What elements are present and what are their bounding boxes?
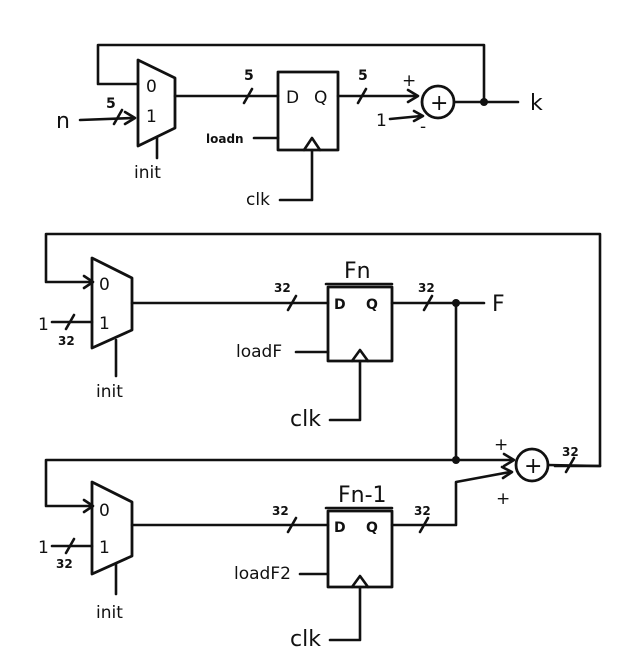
bot-fn-arrow (502, 452, 516, 468)
top-junction (480, 98, 488, 106)
bot-clk-triangle (350, 574, 370, 589)
mid-clk-wire (328, 359, 362, 422)
bot-load-label: loadF2 (234, 564, 291, 584)
mid-sel-label: init (96, 382, 123, 402)
bot-q-width: 32 (414, 504, 431, 518)
bot-q-wire (390, 470, 512, 527)
mid-clk-label: clk (290, 407, 321, 432)
bot-sel-label: init (96, 603, 123, 623)
top-mux-in0-label: 0 (146, 77, 157, 97)
mid-mux-out-width: 32 (274, 281, 291, 295)
top-circuit: 0 1 n 5 init 5 D Q loadn clk 5 + (56, 43, 543, 210)
mid-const-one: 1 (38, 315, 49, 335)
top-input-n: n (56, 109, 70, 134)
bot-mux-in0-label: 0 (99, 501, 110, 521)
bot-sum-width: 32 (562, 445, 579, 459)
mid-q-slash (422, 294, 434, 312)
bot-circuit: 0 1 1 32 init 32 Fn-1 D Q loadF2 clk 32 (38, 435, 602, 652)
top-const-one: 1 (376, 111, 387, 131)
bot-reg-d: D (334, 520, 346, 536)
bot-add-plus-top: + (494, 435, 508, 455)
bot-reg-title: Fn-1 (338, 483, 387, 508)
top-mux-in1-label: 1 (146, 107, 157, 127)
bot-one-slash (64, 537, 76, 555)
bot-reg-q: Q (366, 520, 378, 536)
bot-adder-symbol: + (524, 454, 542, 479)
bot-q-slash (418, 516, 430, 534)
top-one-wire (388, 114, 423, 121)
mid-circuit: 0 1 1 32 init 32 Fn D Q loadF clk 32 F (38, 232, 602, 468)
bot-sum-wire (546, 463, 602, 468)
bot-feedback-wire (44, 458, 458, 508)
top-feedback-wire (96, 43, 486, 104)
mid-in-width: 32 (58, 334, 75, 348)
bot-q-arrow (500, 465, 514, 480)
top-mux-out-width: 5 (244, 68, 254, 84)
mid-reg-d: D (334, 297, 346, 313)
mid-load-label: loadF (236, 342, 282, 362)
top-register (276, 70, 340, 152)
top-reg-q: Q (314, 88, 327, 108)
mid-q-width: 32 (418, 281, 435, 295)
bot-sum-slash (564, 456, 576, 474)
top-one-arrow (412, 109, 425, 123)
bot-mux-out-slash (286, 516, 298, 534)
top-adder-symbol: + (430, 91, 448, 116)
top-q-width: 5 (358, 68, 368, 84)
mid-mux (90, 256, 134, 350)
bot-in-width: 32 (56, 557, 73, 571)
bot-add-plus-bottom: + (496, 489, 510, 509)
bot-mux-out-width: 32 (272, 504, 289, 518)
top-add-plus-sign: + (402, 71, 416, 91)
bot-clk-wire (328, 585, 362, 642)
top-n-width: 5 (106, 96, 116, 112)
top-clk-label: clk (246, 190, 270, 210)
mid-mux-out-slash (286, 294, 298, 312)
top-add-minus-sign: - (420, 117, 426, 137)
bot-mux (90, 480, 134, 576)
top-n-slash (112, 108, 124, 126)
mid-one-slash (64, 313, 76, 331)
mid-reg-q: Q (366, 297, 378, 313)
mid-mux-in1-label: 1 (99, 314, 110, 334)
top-output-k: k (530, 91, 543, 116)
mid-reg-title: Fn (344, 259, 371, 284)
top-mux-out-slash (242, 87, 254, 105)
bot-clk-label: clk (290, 627, 321, 652)
top-sel-label: init (134, 163, 161, 183)
mid-output-f: F (492, 292, 505, 317)
top-clk-wire (278, 148, 314, 202)
top-mux (136, 58, 177, 148)
top-clk-triangle (302, 136, 322, 152)
mid-clk-triangle (350, 348, 370, 363)
mid-mux-in0-label: 0 (99, 275, 110, 295)
top-q-arrow (406, 88, 420, 104)
top-n-wire (78, 116, 134, 122)
bot-mux-in1-label: 1 (99, 538, 110, 558)
top-reg-d: D (286, 88, 299, 108)
top-load-label: loadn (206, 132, 244, 146)
top-q-slash (356, 87, 368, 105)
top-n-arrow (123, 110, 137, 126)
bot-const-one: 1 (38, 538, 49, 558)
mid-feedback-wire (44, 232, 602, 468)
